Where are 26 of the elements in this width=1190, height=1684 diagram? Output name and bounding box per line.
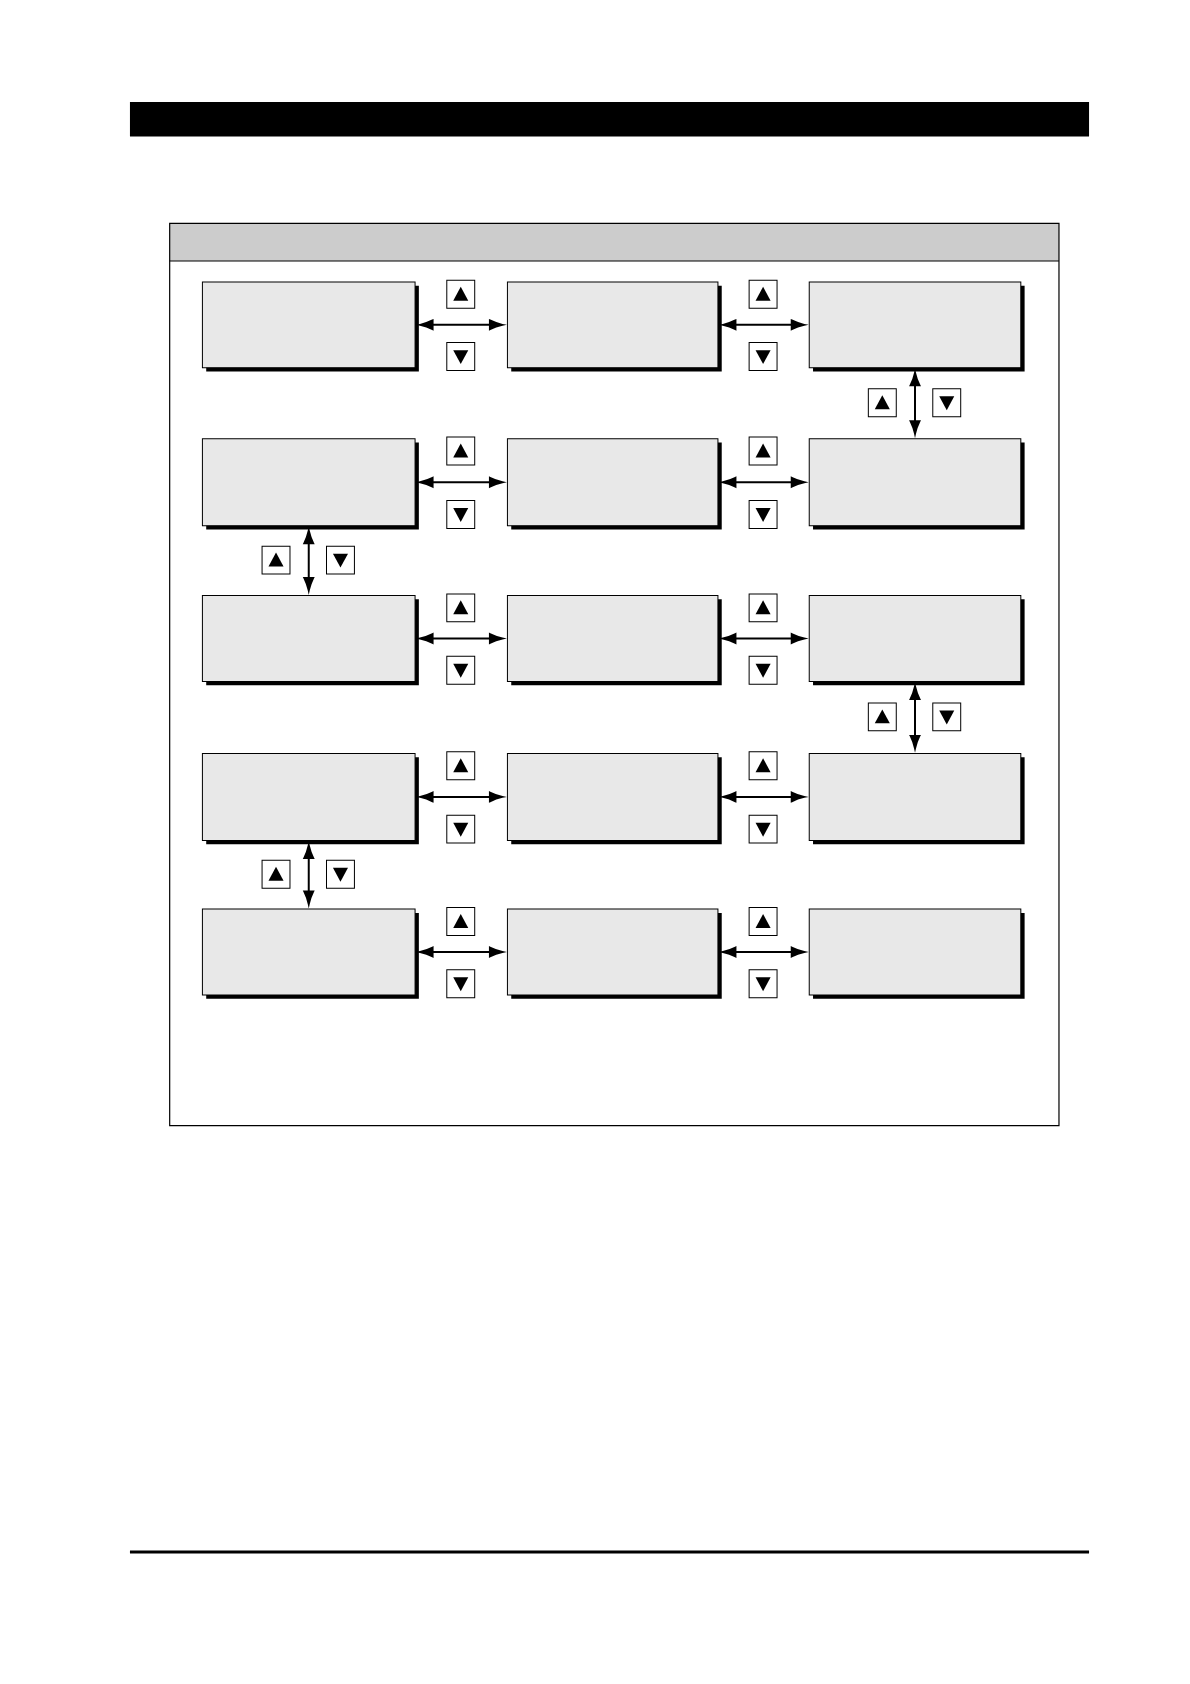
double-arrow — [419, 946, 504, 958]
display-box — [201, 281, 419, 372]
display-box — [506, 908, 722, 999]
double-arrow — [722, 791, 806, 803]
display-box — [201, 752, 419, 845]
double-arrow — [419, 319, 504, 331]
double-arrow — [909, 685, 921, 750]
display-box — [808, 595, 1025, 686]
display-box — [506, 281, 722, 372]
display-box — [506, 595, 722, 686]
double-arrow — [303, 529, 315, 592]
display-box — [201, 595, 419, 686]
display-box — [506, 752, 722, 845]
display-box — [506, 438, 722, 530]
display-box — [808, 281, 1025, 372]
double-arrow — [909, 371, 921, 435]
display-box — [201, 908, 419, 999]
display-box — [808, 752, 1025, 845]
double-arrow — [419, 476, 504, 488]
double-arrow — [722, 319, 806, 331]
display-box — [808, 908, 1025, 999]
display-box — [808, 438, 1025, 530]
double-arrow — [419, 791, 504, 803]
display-box — [201, 438, 419, 530]
double-arrow — [722, 946, 806, 958]
double-arrow — [722, 476, 806, 488]
